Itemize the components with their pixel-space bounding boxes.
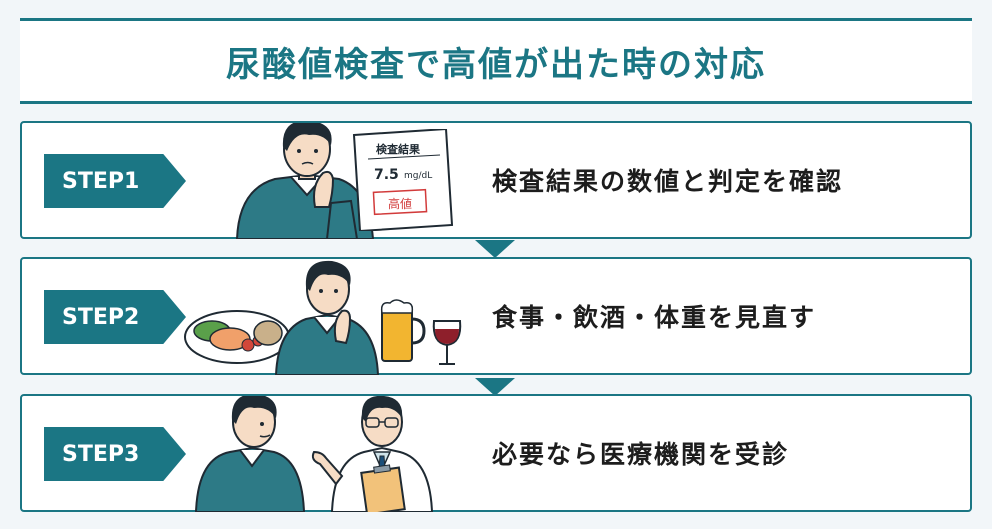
beer-mug-icon bbox=[380, 299, 426, 362]
result-sheet-icon: 検査結果 7.5 mg/dL 高値 bbox=[346, 129, 456, 231]
person-thinking-icon bbox=[235, 123, 375, 239]
step-1-card: STEP1 検査結果の数値と判定を確認 bbox=[20, 121, 972, 239]
step-3-card: STEP3 必要なら医療機関を受診 bbox=[20, 394, 972, 512]
step-3-badge: STEP3 bbox=[44, 427, 186, 481]
step-3-text: 必要なら医療機関を受診 bbox=[492, 440, 790, 469]
wine-glass-icon bbox=[432, 320, 462, 365]
sheet-value: 7.5 bbox=[374, 167, 399, 183]
doctor-icon bbox=[311, 396, 434, 512]
step-1-badge: STEP1 bbox=[44, 154, 186, 208]
step-2-badge: STEP2 bbox=[44, 290, 186, 344]
connector-arrow-1 bbox=[475, 240, 515, 258]
page-title: 尿酸値検査で高値が出た時の対応 bbox=[226, 44, 766, 85]
person-patient-icon bbox=[194, 396, 306, 512]
person-thinking-icon bbox=[274, 260, 380, 375]
step-1-text: 検査結果の数値と判定を確認 bbox=[492, 167, 844, 196]
connector-arrow-2 bbox=[475, 378, 515, 396]
step-2-text: 食事・飲酒・体重を見直す bbox=[492, 303, 817, 332]
sheet-unit: mg/dL bbox=[404, 171, 433, 181]
step-2-card: STEP2 食事・飲酒・体重を見直す bbox=[20, 257, 972, 375]
title-band: 尿酸値検査で高値が出た時の対応 bbox=[20, 18, 972, 104]
sheet-title: 検査結果 bbox=[376, 143, 420, 156]
meal-plate-icon bbox=[184, 310, 290, 364]
sheet-flag: 高値 bbox=[388, 197, 413, 211]
